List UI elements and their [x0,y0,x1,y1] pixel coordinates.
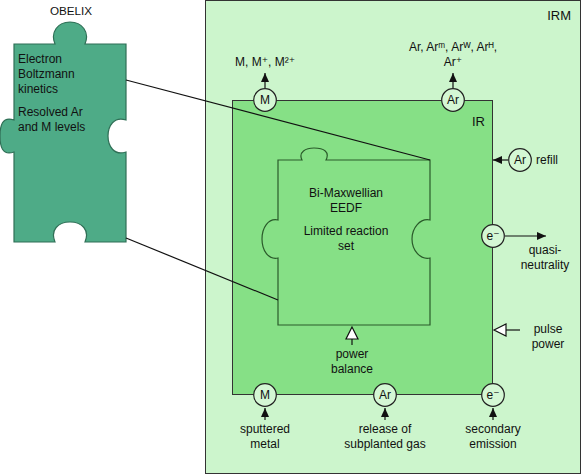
species-symbol: M [260,389,270,401]
flow-label: quasi-neutrality [514,243,576,273]
shape-outline [254,384,277,407]
inner-puzzle: Bi-Maxwellian EEDF Limited reaction set [262,148,430,325]
flow-label: pulse power [522,322,574,352]
zoom-line [126,80,430,160]
shape-outline [442,89,465,112]
species-symbol: Ar [447,94,459,106]
species-symbol: Ar [514,154,526,166]
shape-outline [262,148,430,325]
species-circle: M [253,383,277,407]
module-text: Bi-Maxwellian EEDF [296,186,396,216]
power-arrow-stem [506,329,520,330]
flow-label: refill [536,153,578,168]
species-circle: Ar [373,383,397,407]
flow-arrow [493,159,508,160]
species-symbol: e⁻ [486,389,499,401]
power-arrow-stem [351,339,352,345]
shape-outline [509,149,532,172]
shape-outline [254,89,277,112]
text-group: e⁻ [481,383,505,407]
species-circle: e⁻ [481,224,505,248]
flow-label: Ar, Arᵐ, Arᵂ, Arᴴ, Ar⁺ [401,40,505,70]
text-group: Electron Boltzmann kineticsResolved Ar a… [18,52,106,135]
flow-label: M, M⁺, M²⁺ [220,55,310,70]
outflow-arrow [452,73,453,88]
flow-label: secondary emission [453,422,533,452]
text-group: IR [472,114,485,129]
text-group: OBELIX [0,3,142,18]
text-group: Ar [508,148,532,172]
species-circle: Ar [441,88,465,112]
text-group: IRM [547,8,571,23]
species-symbol: e⁻ [486,230,499,242]
species-symbol: Ar [379,389,391,401]
flow-label: sputtered metal [225,422,305,452]
text-group: M [253,383,277,407]
power-arrow-head [494,324,506,336]
inflow-arrow [264,408,265,420]
module-text: Electron Boltzmann kinetics [18,52,106,97]
shape-outline [482,225,505,248]
shape-outline [482,384,505,407]
text-group: Ar [373,383,397,407]
species-circle: e⁻ [481,383,505,407]
flow-label: release of subplanted gas [338,422,432,452]
species-circle: M [253,88,277,112]
panel-label: IRM [547,8,571,23]
puzzle-piece: OBELIX Electron Boltzmann kineticsResolve… [0,2,142,264]
panel-label: IR [472,114,485,129]
species-circle: Ar [508,148,532,172]
outflow-arrow [264,73,265,88]
species-symbol: M [260,94,270,106]
irm-panel: IRM IR Bi-Maxwellian EEDF Limited reaction … [205,0,581,474]
flow-label: power balance [322,347,382,377]
outflow-arrow [505,235,546,236]
module-title: OBELIX [0,3,142,18]
text-group: Ar [441,88,465,112]
module-text: Limited reaction set [296,224,396,254]
shape-outline [374,384,397,407]
inflow-arrow [492,408,493,420]
power-arrow-head [346,327,358,339]
module-text: Resolved Ar and M levels [18,105,106,135]
shape-outline [0,22,126,242]
inflow-arrow [384,408,385,420]
text-group: Bi-Maxwellian EEDF Limited reaction set [296,186,396,254]
text-group: M [253,88,277,112]
text-group: e⁻ [481,224,505,248]
zoom-line [126,238,278,300]
